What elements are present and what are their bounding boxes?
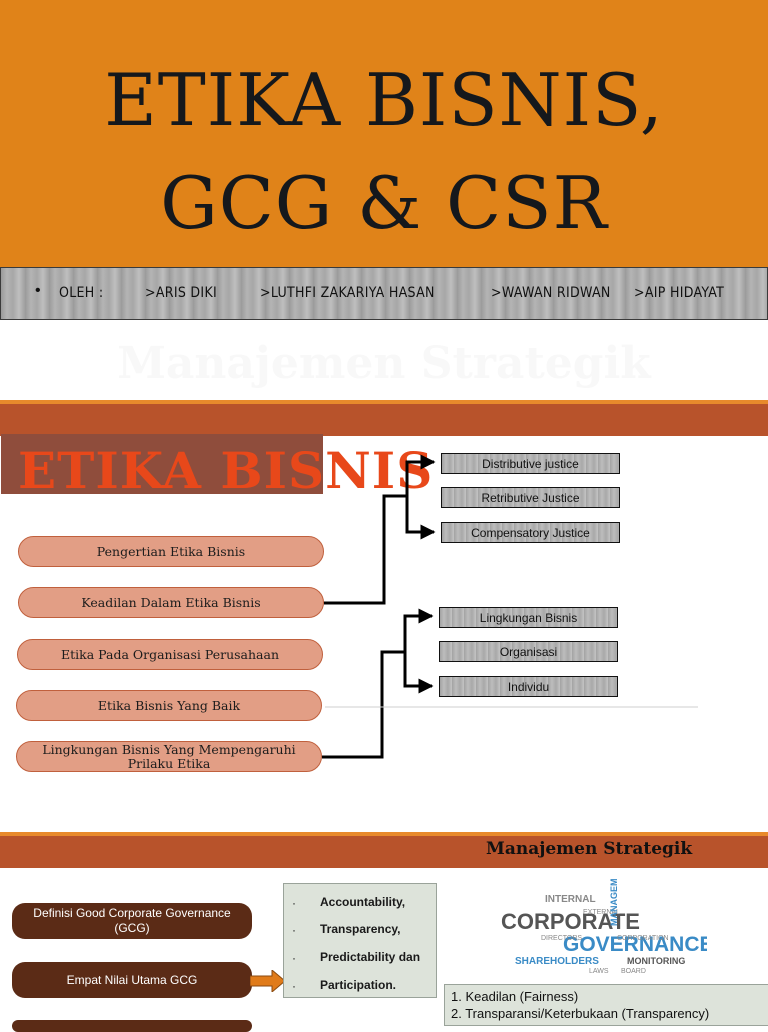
principles-box: 1. Keadilan (Fairness) 2. Transparansi/K… — [444, 984, 768, 1026]
etika-bisnis-title: ETIKA BISNIS — [18, 441, 434, 500]
author-name: >ARIS DIKI — [145, 285, 218, 301]
bullet-icon: · — [292, 896, 296, 910]
connector-arrow — [403, 652, 434, 694]
topic-item: Etika Pada Organisasi Perusahaan — [17, 639, 323, 670]
topic-item: Etika Bisnis Yang Baik — [16, 690, 322, 721]
value-item: Accountability, — [320, 895, 406, 909]
slide-title-line-2: GCG & CSR — [160, 161, 608, 245]
slide-header-title: Manajemen Strategik — [486, 839, 693, 859]
gcg-topic-item: Definisi Good Corporate Governance (GCG) — [12, 903, 252, 939]
svg-text:MONITORING: MONITORING — [627, 956, 685, 966]
svg-text:LAWS: LAWS — [589, 968, 609, 975]
lingkungan-subitem: Lingkungan Bisnis — [439, 607, 618, 628]
principle-item: 2. Transparansi/Keterbukaan (Transparenc… — [451, 1006, 710, 1021]
topic-item: Keadilan Dalam Etika Bisnis — [18, 587, 324, 618]
connector-arrow — [403, 608, 434, 652]
header-band — [0, 400, 768, 436]
keadilan-subitem: Distributive justice — [441, 453, 620, 474]
value-item: Predictability dan — [320, 950, 421, 964]
connector-arrow — [405, 496, 436, 540]
svg-text:BOARD: BOARD — [621, 968, 646, 975]
bullet-icon: · — [292, 923, 296, 937]
svg-text:SHAREHOLDERS: SHAREHOLDERS — [515, 956, 599, 967]
topic-item: Lingkungan Bisnis Yang Mempengaruhi Pril… — [16, 741, 322, 772]
gcg-topic-item — [12, 1020, 252, 1032]
corporate-governance-word-cloud: INTERNAL CORPORATE GOVERNANCE SHAREHOLDE… — [501, 878, 707, 975]
svg-text:GOVERNANCE: GOVERNANCE — [563, 933, 707, 956]
keadilan-subitem: Retributive Justice — [441, 487, 620, 508]
author-name: >AIP HIDAYAT — [634, 285, 725, 301]
header-band — [0, 832, 768, 868]
principle-item: 1. Keadilan (Fairness) — [451, 989, 579, 1004]
author-label: OLEH : — [59, 285, 104, 301]
value-item: Transparency, — [320, 922, 401, 936]
connector-arrow — [405, 454, 436, 496]
gcg-topic-item: Empat Nilai Utama GCG — [12, 962, 252, 998]
values-box: · Accountability, · Transparency, · Pred… — [283, 883, 437, 998]
svg-text:MANAGEMENT: MANAGEMENT — [609, 878, 619, 926]
arrow-right-icon — [250, 970, 286, 992]
svg-text:DIRECTORS: DIRECTORS — [541, 935, 582, 942]
lingkungan-subitem: Individu — [439, 676, 618, 697]
svg-text:EXTERNAL: EXTERNAL — [583, 909, 620, 916]
slide-title-line-1: ETIKA BISNIS, — [104, 58, 664, 142]
svg-text:CORPORATE: CORPORATE — [501, 909, 640, 934]
connector-line — [322, 650, 405, 759]
lingkungan-subitem: Organisasi — [439, 641, 618, 662]
ghost-title: Manajemen Strategik — [117, 338, 651, 389]
bullet-icon: · — [292, 979, 296, 993]
keadilan-subitem: Compensatory Justice — [441, 522, 620, 543]
author-bar: • OLEH : >ARIS DIKI >LUTHFI ZAKARIYA HAS… — [0, 267, 768, 320]
title-slide: ETIKA BISNIS, GCG & CSR — [0, 0, 768, 268]
title-background — [1, 434, 323, 494]
author-name: >WAWAN RIDWAN — [491, 285, 611, 301]
value-item: Participation. — [320, 978, 397, 992]
topic-item: Pengertian Etika Bisnis — [18, 536, 324, 567]
svg-text:CORPORATION: CORPORATION — [617, 935, 669, 942]
author-name: >LUTHFI ZAKARIYA HASAN — [260, 285, 435, 301]
bullet-icon: • — [35, 282, 41, 299]
connector-lines — [322, 454, 698, 759]
bullet-icon: · — [292, 951, 296, 965]
connector-line — [324, 494, 407, 605]
svg-text:INTERNAL: INTERNAL — [545, 894, 596, 905]
